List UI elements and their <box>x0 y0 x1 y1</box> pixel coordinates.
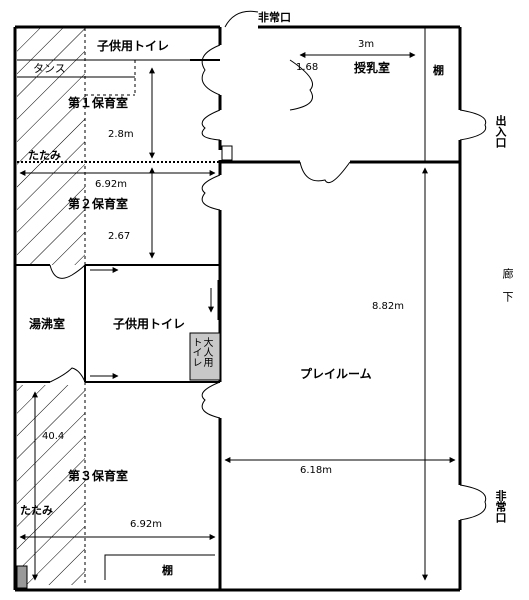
dim-playroom-height: 8.82m <box>372 301 405 312</box>
room-nursing: 授乳室 <box>354 61 391 75</box>
dim-nursery3-width: 6.92m <box>130 519 163 530</box>
dim-playroom-width: 6.18m <box>300 465 333 476</box>
dim-nursing-width: 3m <box>358 39 375 50</box>
shelf-bottom: 棚 <box>162 564 173 577</box>
grey-block <box>16 565 28 589</box>
room-playroom: プレイルーム <box>300 367 372 381</box>
adult-toilet-col2: トイレ <box>190 337 201 367</box>
dim-nursery1-height: 2.8m <box>108 129 134 140</box>
adult-toilet-box <box>189 332 221 381</box>
room-nursery-2: 第２保育室 <box>68 197 129 211</box>
room-wardrobe: タンス <box>33 62 66 75</box>
exit-emergency-top: 非常口 <box>258 11 291 24</box>
room-kids-toilet-top: 子供用トイレ <box>97 39 170 53</box>
shelf-top: 棚 <box>433 64 444 77</box>
wardrobe-hatch <box>17 28 85 60</box>
tatami-label-2: たたみ <box>20 504 53 517</box>
room-kids-toilet-mid: 子供用トイレ <box>113 317 186 331</box>
room-nursery-3: 第３保育室 <box>68 469 129 483</box>
dim-nursery2-height: 2.67 <box>108 231 131 242</box>
tatami-area-lower <box>17 385 85 585</box>
doors <box>49 10 487 521</box>
dim-nursery-width: 6.92m <box>95 179 128 190</box>
tatami-label-1: たたみ <box>28 149 61 162</box>
adult-toilet-col1: 大人用 <box>201 337 212 367</box>
exit-entrance: 出入口 <box>494 115 507 148</box>
dim-nursery3-height: 40.4 <box>42 431 65 442</box>
room-nursery-1: 第１保育室 <box>68 96 129 110</box>
exit-emergency-right: 非常口 <box>494 490 507 523</box>
corridor-label: 廊下 <box>501 268 514 314</box>
room-boiler: 湯沸室 <box>29 317 66 331</box>
dimension-lines <box>19 52 456 581</box>
dim-nursing-height: 1.68 <box>296 62 319 73</box>
